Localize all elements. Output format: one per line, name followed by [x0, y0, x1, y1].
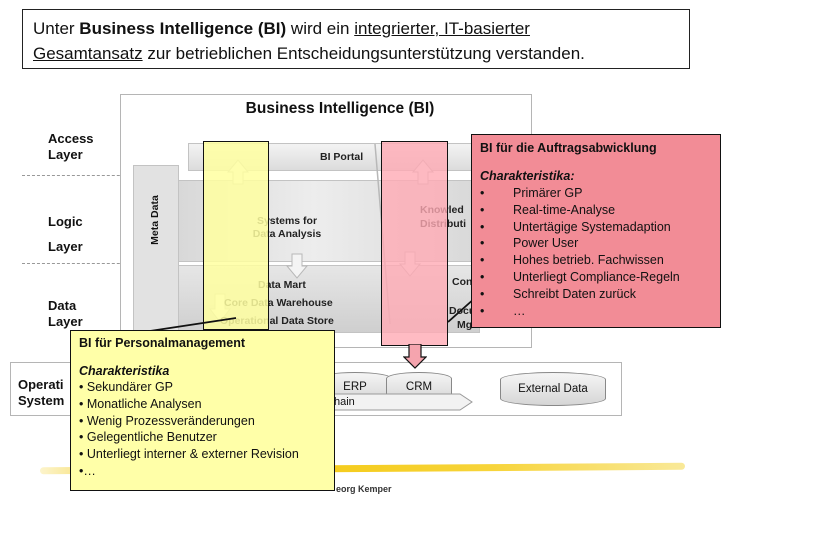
- layer-access-line1: Access: [48, 131, 94, 146]
- pink-callout: BI für die Auftragsabwicklung Charakteri…: [471, 134, 721, 328]
- headline-underline-1: integrierter, IT-basierter: [354, 19, 530, 38]
- layer-data-line1: Data: [48, 298, 77, 313]
- pink-highlight-strip: [381, 141, 448, 346]
- yellow-item-1: Sekundärer GP: [79, 379, 326, 396]
- headline-text-2: wird ein: [286, 19, 355, 38]
- pink-item-7: Schreibt Daten zurück: [480, 286, 712, 303]
- pink-item-6: Unterliegt Compliance-Regeln: [480, 269, 712, 286]
- yellow-item-2: Monatliche Analysen: [79, 396, 326, 413]
- headline-bold: Business Intelligence (BI): [79, 19, 287, 38]
- pink-callout-subtitle: Charakteristika:: [480, 169, 575, 183]
- yellow-callout-title: BI für Personalmanagement: [79, 336, 246, 350]
- layer-operational-line2: System: [18, 393, 65, 408]
- yellow-item-5: Unterliegt interner & externer Revision: [79, 446, 326, 463]
- layer-logic-line1: Logic: [48, 214, 83, 229]
- erp-label: ERP: [343, 381, 367, 393]
- data-mart-label: Data Mart: [258, 279, 306, 291]
- pink-down-arrow: [403, 344, 427, 369]
- pink-item-8: …: [480, 303, 712, 320]
- pink-callout-title: BI für die Auftragsabwicklung: [480, 141, 657, 155]
- yellow-item-3: Wenig Prozessveränderungen: [79, 413, 326, 430]
- systems-line1: Systems for: [256, 215, 318, 227]
- pink-item-3: Untertägige Systemadaption: [480, 219, 712, 236]
- value-chain-label: hain: [334, 396, 355, 408]
- bi-portal-label: BI Portal: [320, 151, 364, 163]
- crm-label: CRM: [405, 381, 433, 393]
- layer-access-line2: Layer: [48, 147, 83, 162]
- yellow-connector: [149, 317, 237, 332]
- footer-fragment: eorg Kemper: [336, 484, 392, 494]
- yellow-item-6: …: [79, 463, 326, 480]
- headline-text-1: Unter: [33, 19, 80, 38]
- content-label: Con: [452, 276, 473, 288]
- docu-line2: Mg: [457, 319, 473, 331]
- pink-callout-list: Primärer GP Real-time-Analyse Untertägig…: [480, 185, 712, 319]
- layer-logic-line2: Layer: [48, 239, 83, 254]
- headline-box: Unter Business Intelligence (BI) wird ei…: [22, 9, 690, 69]
- pink-item-1: Primärer GP: [480, 185, 712, 202]
- external-data-label: External Data: [518, 383, 588, 395]
- bi-title: Business Intelligence (BI): [245, 100, 435, 117]
- systems-line2: Data Analysis: [252, 228, 322, 240]
- headline-text-3: zur betrieblichen Entscheidungsunterstüt…: [142, 44, 585, 63]
- meta-data-box: [133, 165, 179, 337]
- pink-item-5: Hohes betrieb. Fachwissen: [480, 252, 712, 269]
- docu-line1: Docu: [449, 305, 476, 317]
- yellow-callout: BI für Personalmanagement Charakteristik…: [70, 330, 335, 491]
- yellow-item-4: Gelegentliche Benutzer: [79, 429, 326, 446]
- pink-item-4: Power User: [480, 235, 712, 252]
- yellow-callout-list: Sekundärer GP Monatliche Analysen Wenig …: [79, 379, 326, 480]
- external-data-cylinder: External Data: [500, 372, 606, 406]
- arrow-down-datamart: [285, 253, 309, 279]
- value-chain-arrow: [330, 393, 473, 411]
- layer-operational-line1: Operati: [18, 377, 64, 392]
- yellow-highlight-strip: [203, 141, 269, 330]
- pink-item-2: Real-time-Analyse: [480, 202, 712, 219]
- pink-connector: [447, 297, 476, 323]
- headline-underline-2: Gesamtansatz: [33, 44, 143, 63]
- layer-data-line2: Layer: [48, 314, 83, 329]
- yellow-callout-subtitle: Charakteristika: [79, 364, 170, 378]
